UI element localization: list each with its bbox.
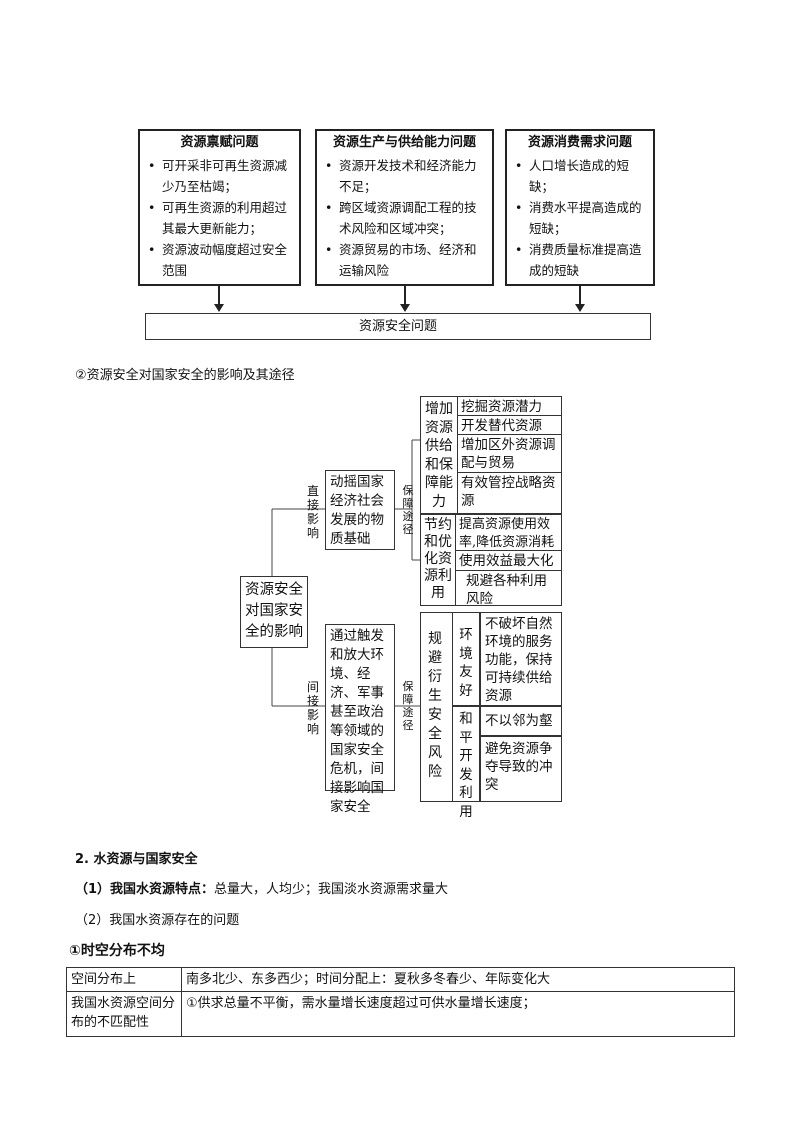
box-list: 可开采非可再生资源减少乃至枯竭； 可再生资源的利用超过其最大更新能力； 资源波动… [140, 155, 299, 281]
peaceful-dev-label: 和平开发利用 [459, 711, 473, 820]
measure-item: 规避各种利用风险 [455, 570, 562, 607]
water-feature-line: （1）我国水资源特点：总量大，人均少；我国淡水资源需求量大 [75, 880, 448, 900]
peaceful-dev-col [452, 706, 480, 802]
resource-endowment-box: 资源禀赋问题 可开采非可再生资源减少乃至枯竭； 可再生资源的利用超过其最大更新能… [138, 129, 301, 286]
table-cell: 南多北少、东多西少；时间分配上：夏秋多冬春少、年际变化大 [181, 967, 735, 992]
measure-item: 使用效益最大化 [455, 550, 562, 572]
water-problems-heading: （2）我国水资源存在的问题 [75, 913, 240, 928]
supply-group-label: 增加资源供给和保障能力 [425, 401, 453, 510]
list-item: 消费质量标准提高造成的短缺 [515, 239, 647, 281]
measure-item: 增加区外资源调配与贸易 [457, 434, 562, 474]
subheading: ②资源安全对国家安全的影响及其途径 [75, 368, 295, 383]
box-title: 资源消费需求问题 [527, 135, 632, 150]
table-cell: 空间分布上 [66, 967, 182, 992]
connector-line [218, 286, 220, 306]
table-row: 我国水资源空间分布的不匹配性 ①供求总量不平衡，需水量增长速度超过可供水量增长速… [66, 991, 735, 1037]
arrow-down-icon [400, 304, 410, 312]
guarantee-path-label: 保障途径 [402, 484, 414, 536]
measure-item: 不以邻为壑 [480, 706, 562, 736]
env-friendly-col [452, 612, 480, 706]
efficiency-group-label: 节约和优化资源利用 [424, 517, 452, 601]
section-heading: 2. 水资源与国家安全 [75, 852, 198, 867]
list-item: 人口增长造成的短缺； [515, 155, 647, 197]
center-impact-box: 资源安全对国家安全的影响 [240, 576, 308, 648]
production-supply-box: 资源生产与供给能力问题 资源开发技术和经济能力不足； 跨区域资源调配工程的技术风… [315, 129, 494, 286]
consumption-demand-box: 资源消费需求问题 人口增长造成的短缺； 消费水平提高造成的短缺； 消费质量标准提… [505, 129, 655, 286]
measure-item: 挖掘资源潜力 [457, 396, 562, 418]
water-table: 空间分布上 南多北少、东多西少；时间分配上：夏秋多冬春少、年际变化大 我国水资源… [66, 967, 735, 1037]
uneven-distribution-heading: ①时空分布不均 [69, 943, 165, 959]
list-item: 可开采非可再生资源减少乃至枯竭； [148, 155, 293, 197]
list-item: 资源开发技术和经济能力不足； [325, 155, 486, 197]
water-feature-text: 总量大，人均少；我国淡水资源需求量大 [214, 882, 449, 897]
connector-line [404, 286, 406, 306]
box-list: 资源开发技术和经济能力不足； 跨区域资源调配工程的技术风险和区域冲突； 资源贸易… [317, 155, 492, 281]
direct-impact-label: 直接影响 [306, 484, 319, 540]
box-list: 人口增长造成的短缺； 消费水平提高造成的短缺； 消费质量标准提高造成的短缺 [507, 155, 653, 281]
list-item: 资源波动幅度超过安全范围 [148, 239, 293, 281]
measure-item: 提高资源使用效率,降低资源消耗 [455, 514, 562, 552]
env-friendly-label: 环境友好 [459, 627, 473, 699]
list-item: 消费水平提高造成的短缺； [515, 197, 647, 239]
list-item: 可再生资源的利用超过其最大更新能力； [148, 197, 293, 239]
direct-desc-text: 动摇国家经济社会发展的物质基础 [330, 474, 384, 547]
risk-group-label: 规避衍生安全风险 [428, 631, 442, 780]
indirect-impact-desc: 通过触发和放大环境、经济、军事甚至政治等领域的国家安全危机，间接影响国家安全 [325, 624, 395, 815]
env-friendly-text: 不破坏自然环境的服务功能，保持可持续供给资源 [480, 612, 562, 706]
measure-item: 有效管控战略资源 [457, 472, 562, 514]
table-row: 空间分布上 南多北少、东多西少；时间分配上：夏秋多冬春少、年际变化大 [66, 967, 735, 992]
arrow-down-icon [575, 304, 585, 312]
resource-security-problem-box: 资源安全问题 [145, 313, 651, 340]
box-title: 资源禀赋问题 [180, 135, 259, 150]
list-item: 资源贸易的市场、经济和运输风险 [325, 239, 486, 281]
table-cell: ①供求总量不平衡，需水量增长速度超过可供水量增长速度； [181, 991, 735, 1037]
indirect-desc-text: 通过触发和放大环境、经济、军事甚至政治等领域的国家安全危机，间接影响国家安全 [330, 628, 384, 815]
measure-item: 开发替代资源 [457, 415, 562, 437]
measure-item: 避免资源争夺导致的冲突 [480, 736, 562, 802]
table-cell: 我国水资源空间分布的不匹配性 [66, 991, 182, 1037]
result-label: 资源安全问题 [358, 319, 437, 334]
box-title: 资源生产与供给能力问题 [332, 135, 476, 150]
connector-line [579, 286, 581, 306]
guarantee-path-label: 保障途径 [402, 680, 414, 732]
direct-impact-desc: 动摇国家经济社会发展的物质基础 [325, 470, 395, 550]
water-feature-label: （1）我国水资源特点： [75, 882, 215, 897]
indirect-impact-label: 间接影响 [306, 680, 319, 736]
list-item: 跨区域资源调配工程的技术风险和区域冲突； [325, 197, 486, 239]
center-label: 资源安全对国家安全的影响 [245, 582, 303, 640]
arrow-down-icon [214, 304, 224, 312]
